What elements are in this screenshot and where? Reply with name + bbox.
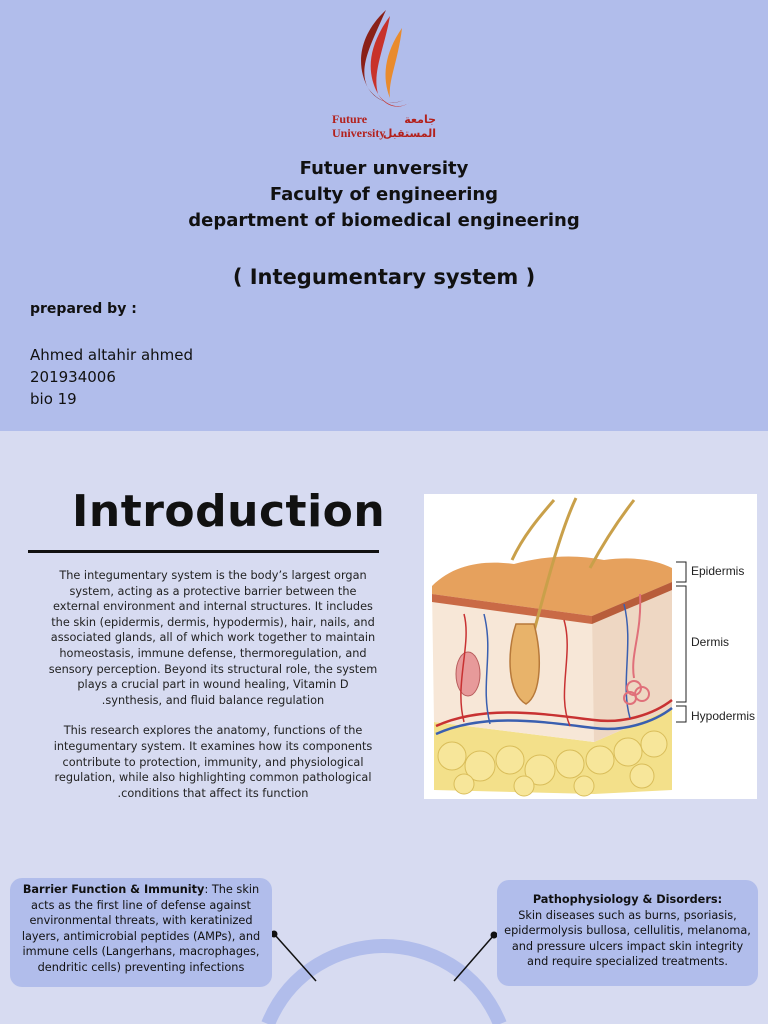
- svg-text:جامعة: جامعة: [404, 113, 436, 126]
- faculty-name: Faculty of engineering: [269, 184, 499, 205]
- connector-graphics: [261, 930, 507, 1024]
- intro-text: The integumentary system is the body’s l…: [46, 568, 380, 816]
- institution-block: Futuer unversity Faculty of engineering …: [0, 156, 768, 234]
- author-block: Ahmed altahir ahmed 201934006 bio 19: [30, 344, 193, 410]
- card-left-title: Barrier Function & Immunity: [22, 883, 205, 896]
- topic-title: ( Integumentary system ): [232, 265, 536, 289]
- label-epidermis: Epidermis: [691, 564, 745, 578]
- barrier-immunity-card: Barrier Function & Immunity: The skin ac…: [10, 878, 272, 987]
- university-name: Futuer unversity: [299, 158, 469, 179]
- layer-brackets: [676, 561, 687, 723]
- svg-text:المستقبل: المستقبل: [383, 127, 436, 140]
- card-right-title: Pathophysiology & Disorders:: [532, 893, 723, 906]
- prepared-by-label: prepared by :: [30, 301, 137, 317]
- author-name: Ahmed altahir ahmed: [30, 346, 194, 364]
- department-name: department of biomedical engineering: [188, 210, 580, 231]
- card-left-body: : The skin acts as the first line of def…: [21, 883, 261, 974]
- svg-text:Future: Future: [332, 112, 368, 126]
- author-id: 201934006: [30, 368, 116, 386]
- intro-title: Introduction: [72, 486, 386, 537]
- university-logo: Future University جامعة المستقبل: [328, 6, 440, 141]
- title-section: Future University جامعة المستقبل Futuer …: [0, 0, 768, 431]
- pathophysiology-card: Pathophysiology & Disorders: Skin diseas…: [497, 880, 758, 986]
- skin-diagram: Epidermis Dermis Hypodermis: [424, 494, 757, 799]
- label-dermis: Dermis: [691, 635, 729, 649]
- intro-paragraph-2: This research explores the anatomy, func…: [53, 724, 373, 800]
- fat-layer: [434, 708, 672, 797]
- author-class: bio 19: [30, 390, 77, 408]
- intro-divider: [28, 550, 379, 553]
- label-hypodermis: Hypodermis: [691, 709, 756, 723]
- sweat-gland: [623, 593, 650, 705]
- card-right-body: Skin diseases such as burns, psoriasis, …: [504, 908, 751, 969]
- intro-paragraph-1: The integumentary system is the body’s l…: [48, 569, 378, 707]
- svg-text:University: University: [332, 126, 385, 140]
